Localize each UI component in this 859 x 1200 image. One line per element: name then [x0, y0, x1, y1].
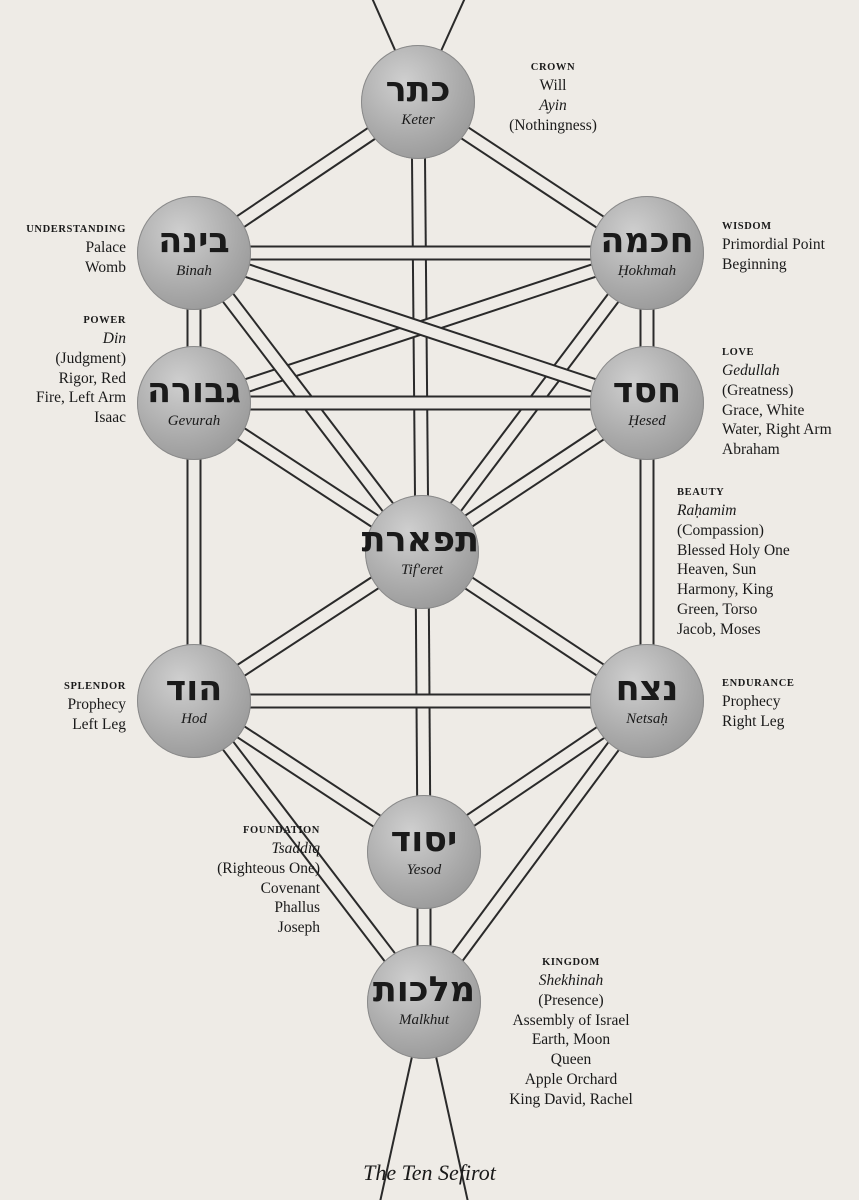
label-netsah: ENDURANCE Prophecy Right Leg — [722, 676, 852, 732]
yesod-hebrew: יסוד — [390, 820, 458, 860]
malkhut-hebrew: מלכות — [372, 970, 476, 1010]
netsah-name: Netsaḥ — [626, 711, 668, 727]
malkhut-line: Shekhinah — [538, 972, 604, 989]
hod-hebrew: הוד — [165, 669, 223, 709]
path-hod-malkhut-channel — [189, 697, 429, 1006]
netsah-hebrew: נצח — [615, 669, 679, 709]
malkhut-name: Malkhut — [399, 1012, 449, 1028]
malkhut-line: Assembly of Israel — [512, 1011, 630, 1029]
keter-heading: CROWN — [530, 62, 576, 73]
label-keter: CROWN Will Ayin (Nothingness) — [478, 60, 628, 135]
gevurah-line: Din — [102, 330, 126, 347]
tiferet-line: Heaven, Sun — [677, 561, 757, 579]
label-hod: SPLENDOR Prophecy Left Leg — [6, 679, 126, 735]
tiferet-line: (Compassion) — [677, 521, 764, 539]
label-binah: UNDERSTANDING Palace Womb — [6, 222, 126, 278]
gevurah-hebrew: גבורה — [146, 371, 242, 411]
hod-line: Left Leg — [72, 715, 126, 733]
label-hesed: LOVE Gedullah (Greatness) Grace, White W… — [722, 345, 854, 460]
node-hod: הוד Hod — [137, 644, 251, 758]
node-yesod: יסוד Yesod — [367, 795, 481, 909]
node-tiferet: תפארת Tif'eret — [361, 495, 479, 609]
gevurah-line: Rigor, Red — [58, 369, 126, 387]
tiferet-line: Jacob, Moses — [677, 620, 761, 638]
netsah-heading: ENDURANCE — [722, 678, 795, 689]
tiferet-line: Green, Torso — [677, 600, 758, 618]
node-keter: כתר Keter — [361, 45, 475, 159]
netsah-line: Right Leg — [722, 712, 785, 730]
hokhmah-name: Ḥokhmah — [617, 263, 677, 279]
yesod-line: Covenant — [260, 879, 320, 897]
yesod-line: Joseph — [277, 919, 320, 937]
hod-line: Prophecy — [67, 696, 126, 713]
hesed-heading: LOVE — [722, 347, 755, 358]
diagram-caption: The Ten Sefirot — [363, 1160, 496, 1185]
tiferet-line: Harmony, King — [677, 581, 774, 599]
hesed-line: (Greatness) — [722, 381, 794, 399]
keter-name: Keter — [401, 112, 435, 128]
hokhmah-hebrew: חכמה — [600, 221, 694, 261]
binah-line: Womb — [85, 258, 126, 276]
node-hokhmah: חכמה Ḥokhmah — [590, 196, 704, 310]
binah-name: Binah — [176, 263, 212, 279]
netsah-line: Prophecy — [722, 693, 781, 710]
keter-line: Will — [539, 77, 567, 94]
gevurah-line: Fire, Left Arm — [36, 389, 126, 407]
path-netsah-malkhut-channel — [419, 697, 652, 1006]
keter-line: Ayin — [539, 96, 567, 114]
node-binah: בינה Binah — [137, 196, 251, 310]
hod-heading: SPLENDOR — [64, 681, 126, 692]
binah-heading: UNDERSTANDING — [26, 224, 126, 235]
node-malkhut: מלכות Malkhut — [367, 945, 481, 1059]
hokhmah-line: Primordial Point — [722, 236, 825, 253]
hesed-line: Gedullah — [722, 362, 780, 379]
tiferet-heading: BEAUTY — [677, 487, 725, 498]
keter-hebrew: כתר — [385, 70, 451, 110]
node-hesed: חסד Ḥesed — [590, 346, 704, 460]
hesed-line: Water, Right Arm — [722, 421, 832, 439]
gevurah-heading: POWER — [83, 315, 126, 326]
tiferet-name: Tif'eret — [401, 562, 443, 578]
tiferet-hebrew: תפארת — [361, 520, 479, 560]
hesed-line: Abraham — [722, 441, 780, 459]
label-gevurah: POWER Din (Judgment) Rigor, Red Fire, Le… — [6, 313, 126, 428]
yesod-heading: FOUNDATION — [243, 825, 320, 836]
tiferet-line: Raḥamim — [677, 502, 737, 519]
label-hokhmah: WISDOM Primordial Point Beginning — [722, 219, 852, 275]
malkhut-line: (Presence) — [538, 991, 604, 1009]
hesed-hebrew: חסד — [612, 371, 682, 411]
yesod-name: Yesod — [406, 862, 442, 878]
malkhut-line: Apple Orchard — [524, 1070, 618, 1088]
hesed-line: Grace, White — [722, 401, 805, 419]
binah-line: Palace — [85, 239, 126, 256]
hokhmah-line: Beginning — [722, 255, 787, 273]
path-binah-hesed-channel — [192, 247, 649, 409]
label-malkhut: KINGDOM Shekhinah (Presence) Assembly of… — [484, 955, 658, 1110]
keter-line: (Nothingness) — [509, 116, 597, 134]
malkhut-line: Earth, Moon — [531, 1031, 611, 1049]
hod-name: Hod — [181, 711, 207, 727]
malkhut-line: Queen — [550, 1051, 592, 1069]
yesod-line: (Righteous One) — [217, 859, 320, 877]
gevurah-line: (Judgment) — [55, 349, 126, 367]
malkhut-line: King David, Rachel — [509, 1090, 633, 1108]
node-gevurah: גבורה Gevurah — [137, 346, 251, 460]
tiferet-line: Blessed Holy One — [677, 541, 790, 559]
label-tiferet: BEAUTY Raḥamim (Compassion) Blessed Holy… — [677, 485, 817, 640]
gevurah-line: Isaac — [94, 409, 126, 427]
yesod-line: Tsaddiq — [271, 840, 320, 857]
label-yesod: FOUNDATION Tsaddiq (Righteous One) Coven… — [208, 823, 320, 938]
gevurah-name: Gevurah — [167, 413, 221, 429]
malkhut-heading: KINGDOM — [542, 957, 600, 968]
hokhmah-heading: WISDOM — [722, 221, 772, 232]
yesod-line: Phallus — [274, 899, 320, 917]
hesed-name: Ḥesed — [628, 413, 666, 429]
node-netsah: נצח Netsaḥ — [590, 644, 704, 758]
binah-hebrew: בינה — [158, 221, 230, 261]
